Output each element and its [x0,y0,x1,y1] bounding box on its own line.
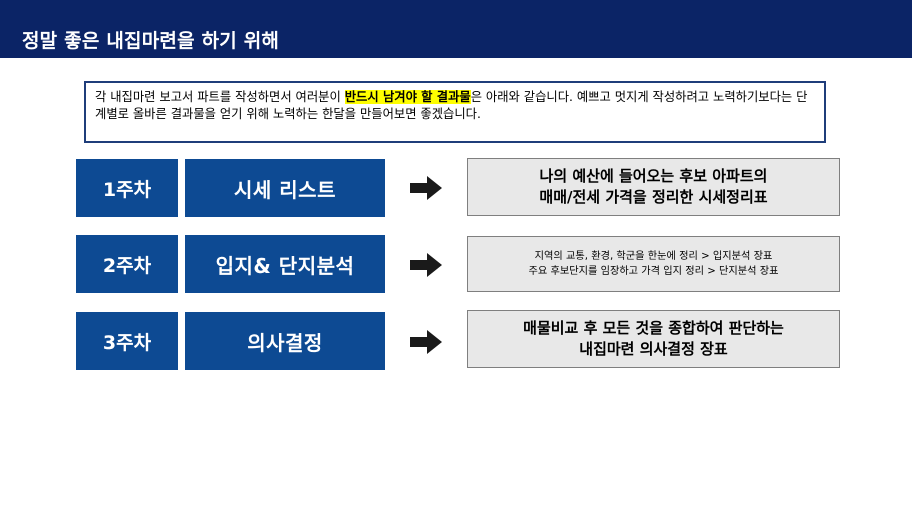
intro-text-after: 은 아래와 같습니다. 예쁘고 멋지게 작성하려고 노력하기보다는 단계별로 올… [95,90,808,121]
week-2-box: 2주차 [76,235,178,293]
intro-highlight: 반드시 남겨야 할 결과물 [344,90,471,104]
week-3-topic-box: 의사결정 [185,312,385,370]
right-arrow-icon [410,176,442,200]
week-1-result-box: 나의 예산에 들어오는 후보 아파트의 매매/전세 가격을 정리한 시세정리표 [467,158,840,216]
intro-box: 각 내집마련 보고서 파트를 작성하면서 여러분이 반드시 남겨야 할 결과물은… [84,81,826,143]
week-1-result-line-1: 나의 예산에 들어오는 후보 아파트의 [539,167,768,185]
week-1-box: 1주차 [76,159,178,217]
week-2-result-line-2: 주요 후보단지를 임장하고 가격 입지 정리 > 단지분석 장표 [528,266,779,277]
week-2-topic-box: 입지& 단지분석 [185,235,385,293]
intro-text-before: 각 내집마련 보고서 파트를 작성하면서 여러분이 [95,90,345,104]
page-title: 정말 좋은 내집마련을 하기 위해 [22,30,280,52]
week-3-result-line-2: 내집마련 의사결정 장표 [579,340,728,358]
week-1-result-line-2: 매매/전세 가격을 정리한 시세정리표 [539,188,768,206]
header-bar: 정말 좋은 내집마련을 하기 위해 [0,0,912,58]
right-arrow-icon [410,253,442,277]
week-2-result-box: 지역의 교통, 환경, 학군을 한눈에 정리 > 입지분석 장표 주요 후보단지… [467,236,840,292]
right-arrow-icon [410,330,442,354]
week-1-topic-box: 시세 리스트 [185,159,385,217]
week-3-result-box: 매물비교 후 모든 것을 종합하여 판단하는 내집마련 의사결정 장표 [467,310,840,368]
week-2-result-line-1: 지역의 교통, 환경, 학군을 한눈에 정리 > 입지분석 장표 [534,251,773,262]
week-3-result-line-1: 매물비교 후 모든 것을 종합하여 판단하는 [523,319,784,337]
week-3-box: 3주차 [76,312,178,370]
